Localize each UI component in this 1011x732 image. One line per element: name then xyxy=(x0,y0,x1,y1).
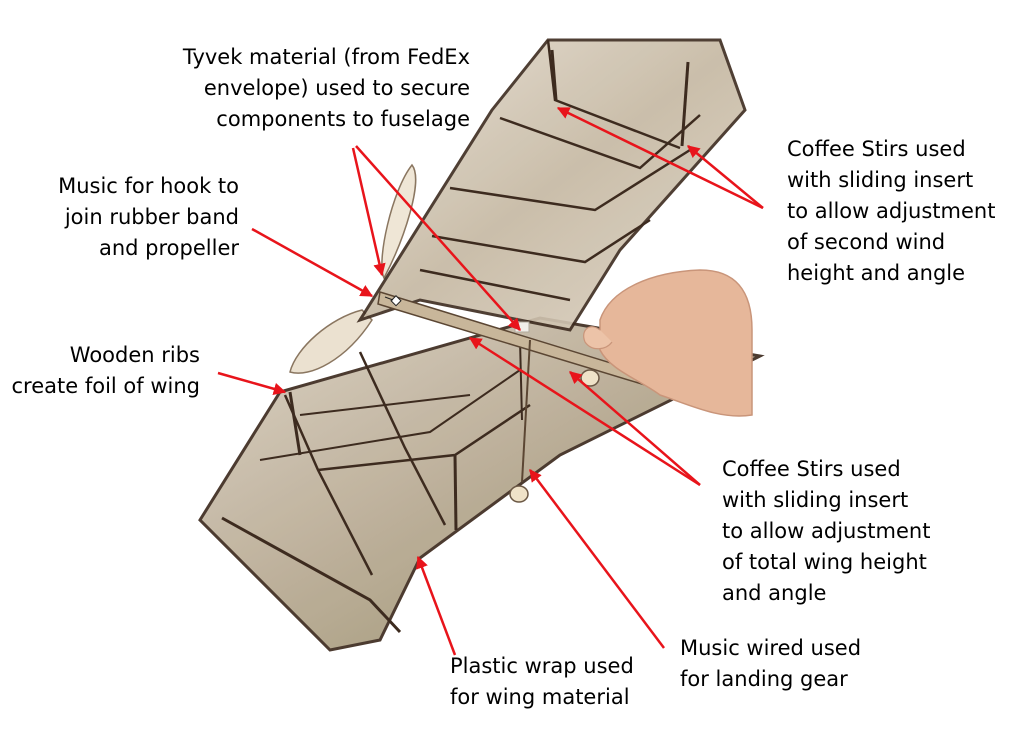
label-line: for wing material xyxy=(450,685,630,709)
arrow-stirs-total-a xyxy=(468,336,701,487)
label-line: to allow adjustment xyxy=(722,519,931,543)
propeller-hook xyxy=(384,295,402,307)
label-line: Music wired used xyxy=(680,636,862,660)
arrow-tyvek-left xyxy=(351,147,386,277)
arrow-tyvek-right xyxy=(355,145,521,331)
label-tyvek: Tyvek material (from FedEx envelope) use… xyxy=(183,42,470,135)
label-line: join rubber band xyxy=(64,205,239,229)
label-line: of second wind xyxy=(787,230,946,254)
label-line: envelope) used to secure xyxy=(203,76,470,100)
arrow-hook xyxy=(251,227,374,298)
label-line: components to fuselage xyxy=(216,107,470,131)
label-line: to allow adjustment xyxy=(787,199,996,223)
label-line: Plastic wrap used xyxy=(450,654,634,678)
arrow-stirs-total-b xyxy=(569,371,701,486)
label-line: height and angle xyxy=(787,261,966,285)
arrow-stirs-second-a xyxy=(556,106,764,210)
label-line: Tyvek material (from FedEx xyxy=(182,45,470,69)
label-line: and angle xyxy=(722,581,827,605)
hand xyxy=(583,269,753,417)
annotation-arrows xyxy=(217,106,764,656)
label-line: create foil of wing xyxy=(11,374,201,398)
arrow-stirs-second-b xyxy=(687,145,764,209)
arrow-plastic xyxy=(416,555,457,656)
label-line: Coffee Stirs used xyxy=(787,137,966,161)
arrow-ribs xyxy=(217,371,287,395)
landing-gear xyxy=(509,339,600,503)
label-ribs: Wooden ribs create foil of wing xyxy=(12,340,201,402)
wing-struts xyxy=(288,339,523,531)
label-stirs-total: Coffee Stirs used with sliding insert to… xyxy=(722,454,930,609)
label-line: and propeller xyxy=(98,236,239,260)
label-line: Wooden ribs xyxy=(69,343,200,367)
label-hook: Music for hook to join rubber band and p… xyxy=(58,171,239,264)
label-line: of total wing height xyxy=(722,550,927,574)
arrow-landing xyxy=(529,469,665,649)
label-line: Music for hook to xyxy=(58,174,239,198)
label-line: with sliding insert xyxy=(722,488,909,512)
label-stirs-second: Coffee Stirs used with sliding insert to… xyxy=(787,134,995,289)
label-line: with sliding insert xyxy=(787,168,974,192)
propeller xyxy=(289,163,417,374)
label-line: for landing gear xyxy=(680,667,848,691)
label-line: Coffee Stirs used xyxy=(722,457,901,481)
label-landing: Music wired used for landing gear xyxy=(680,633,861,695)
label-plastic: Plastic wrap used for wing material xyxy=(450,651,634,713)
